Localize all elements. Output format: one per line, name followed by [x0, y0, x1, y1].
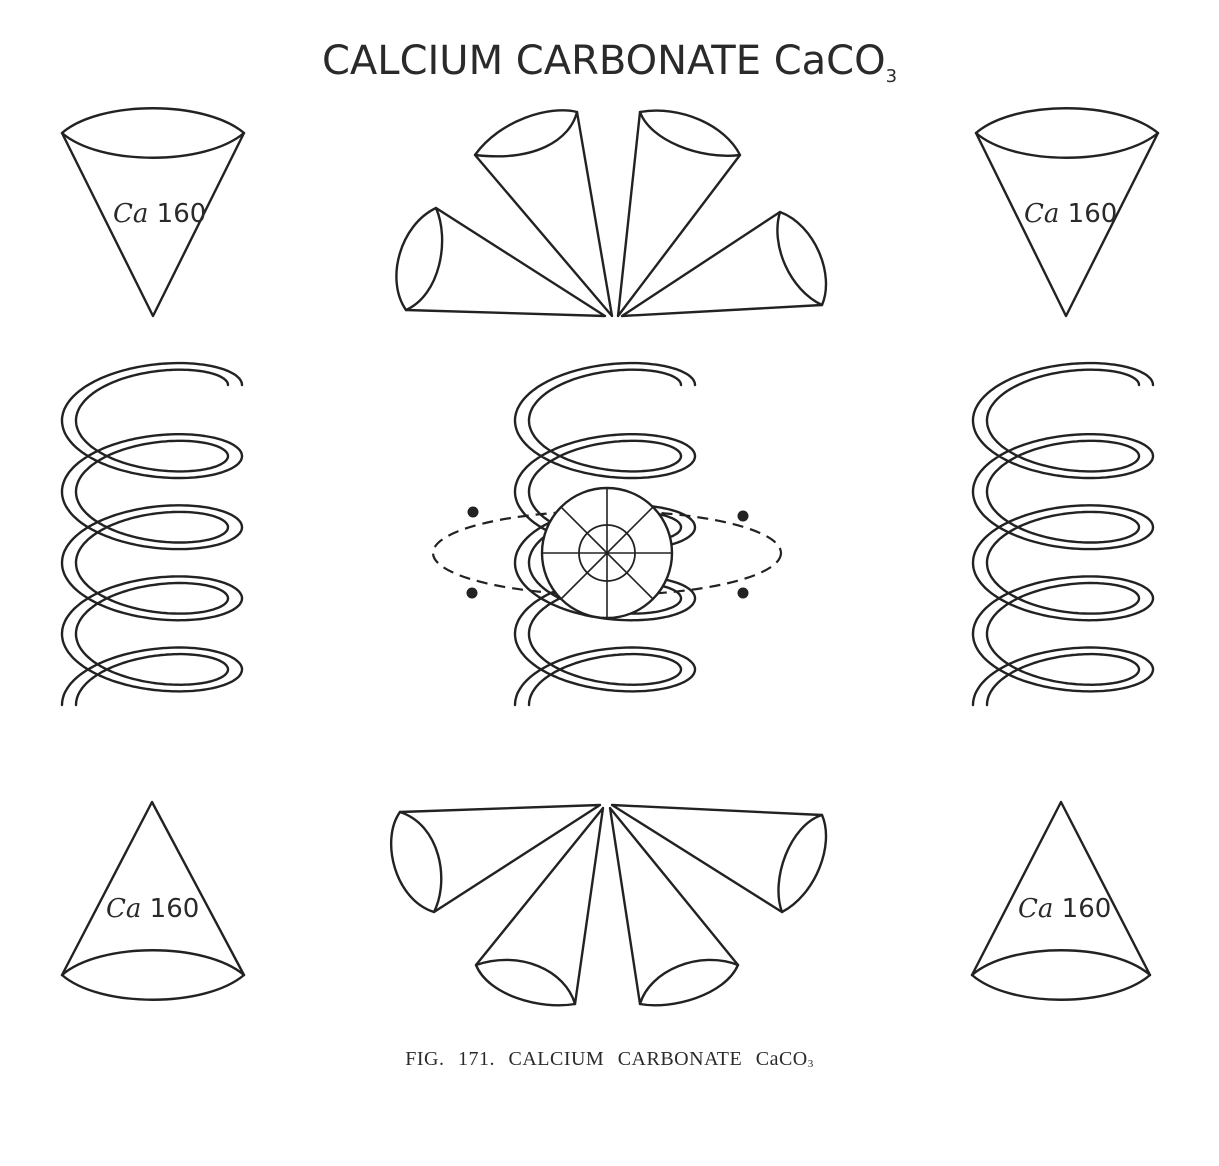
electron-dot	[466, 587, 478, 599]
funnel-bottom-right: Ca 160	[970, 800, 1152, 1001]
figure-title: CALCIUM CARBONATE CaCO3	[0, 38, 1219, 87]
electron-dot	[467, 506, 479, 518]
funnel-label: Ca 160	[106, 894, 199, 924]
caption-text: FIG. 171. CALCIUM CARBONATE CaCO	[405, 1048, 808, 1070]
title-subscript: 3	[885, 66, 898, 87]
nucleus-spoke	[560, 506, 608, 554]
funnel-fan-top	[395, 109, 828, 318]
nucleus-spoke	[560, 552, 608, 600]
funnel-top-left: Ca 160	[60, 107, 246, 318]
spiral-right	[971, 361, 1155, 707]
funnel-label: Ca 160	[113, 199, 206, 229]
electron-dot	[737, 510, 749, 522]
nucleus-spoke	[606, 506, 654, 554]
spiral-inner-edge	[74, 368, 230, 707]
funnel-top-right: Ca 160	[974, 107, 1160, 318]
nucleus-spoke	[606, 552, 654, 600]
spiral-inner-edge	[985, 368, 1141, 707]
central-nucleus	[431, 486, 783, 620]
title-text: CALCIUM CARBONATE CaCO	[321, 38, 886, 84]
funnel-fan-bottom	[390, 803, 828, 1007]
funnel-label: Ca 160	[1024, 199, 1117, 229]
figure-caption: FIG. 171. CALCIUM CARBONATE CaCO3	[0, 1048, 1219, 1071]
spiral-outer-edge	[971, 361, 1155, 707]
nucleus-spokes	[542, 488, 672, 618]
spiral-left	[60, 361, 244, 707]
funnel-bottom-left: Ca 160	[60, 800, 246, 1001]
caption-subscript: 3	[807, 1058, 814, 1070]
spiral-outer-edge	[60, 361, 244, 707]
funnel-label: Ca 160	[1018, 894, 1111, 924]
electron-dot	[737, 587, 749, 599]
